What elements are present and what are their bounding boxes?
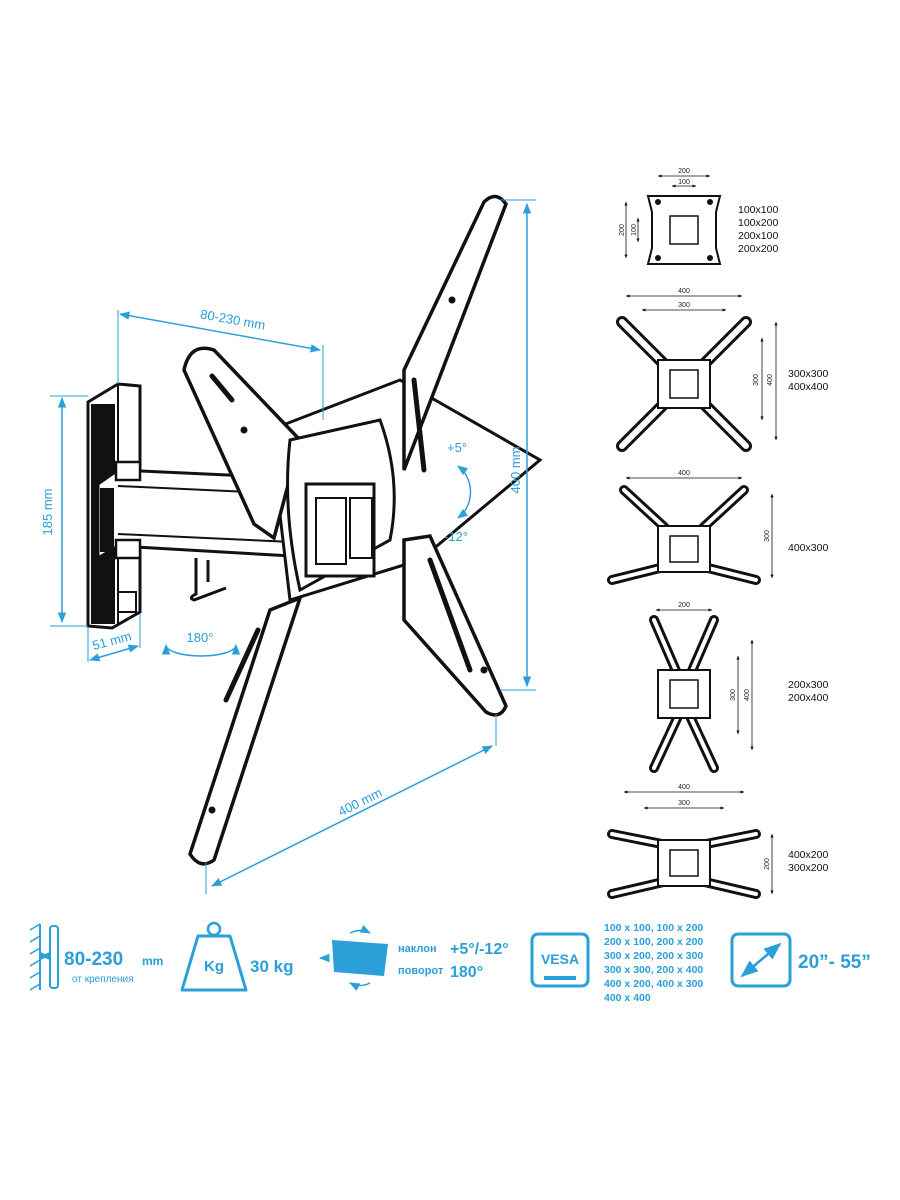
vesa5-label-2: 300x200 (788, 862, 828, 874)
wall-distance-icon (29, 923, 59, 991)
vesa-line-2: 200 x 100, 200 x 200 (604, 936, 703, 948)
vesa5-label-1: 400x200 (788, 849, 828, 861)
screen-size-icon (730, 932, 792, 988)
vesa2-dim-b: 300 (678, 302, 690, 309)
distance-value: 80-230 (64, 949, 123, 970)
vesa1-label-2: 100x200 (738, 217, 778, 229)
vesa4-dim-a: 200 (678, 602, 690, 609)
vesa1-label-3: 200x100 (738, 230, 778, 242)
dim-arm-reach: 80-230 mm (199, 306, 266, 332)
spec-bar: 80-230 mm от крепления Kg 30 kg наклон +… (29, 921, 871, 1004)
dim-plate-width: 400 mm (336, 785, 385, 819)
vesa4-label-1: 200x300 (788, 679, 828, 691)
tv-plate (182, 194, 543, 866)
vesa1-dim-c: 100 (631, 224, 638, 236)
vesa2-dim-d: 400 (767, 374, 774, 386)
tilt-label: наклон (398, 943, 437, 955)
vesa5-dim-a: 400 (678, 784, 690, 791)
distance-caption: от крепления (72, 974, 134, 985)
weight-value: 30 kg (250, 957, 293, 976)
vesa5-dim-c: 200 (764, 858, 771, 870)
vesa1-label-4: 200x200 (738, 243, 778, 255)
vesa2-label-2: 400x400 (788, 381, 828, 393)
vesa4-dim-b: 400 (744, 689, 751, 701)
vesa3-dim-b: 300 (764, 530, 771, 542)
vesa1-label-1: 100x100 (738, 204, 778, 216)
dimension-lines: 80-230 mm 185 mm 51 mm 180° +5° -12° 400… (40, 199, 536, 894)
dim-tilt-down: -12° (444, 529, 468, 544)
vesa2-dim-a: 400 (678, 288, 690, 295)
vesa-pattern-5: 400 300 200 400x200 300x200 (607, 784, 828, 899)
vesa1-dim-a: 200 (678, 168, 690, 175)
vesa-badge: VESA (541, 951, 579, 967)
tilt-swivel-icon (318, 925, 388, 991)
vesa-line-4: 300 x 300, 200 x 400 (604, 964, 703, 976)
swivel-label: поворот (398, 965, 444, 977)
screen-size-value: 20”- 55” (798, 952, 871, 973)
vesa-line-5: 400 x 200, 400 x 300 (604, 978, 703, 990)
vesa1-dim-b: 100 (678, 179, 690, 186)
vesa-pattern-3: 400 300 400x300 (607, 470, 828, 585)
vesa3-label-1: 400x300 (788, 542, 828, 554)
vesa4-label-2: 200x400 (788, 692, 828, 704)
vesa-icon (530, 932, 590, 988)
swivel-value: 180° (450, 964, 483, 981)
vesa-line-1: 100 x 100, 100 x 200 (604, 922, 703, 934)
vesa-pattern-2: 400 300 300 400 300x300 400x400 (616, 288, 828, 452)
dim-tilt-up: +5° (447, 440, 467, 455)
vesa-pattern-1: 200 100 100 200 100x100 100x200 200x100 … (619, 168, 778, 265)
dim-plate-height: 400 mm (508, 447, 523, 494)
dim-wall-plate-height: 185 mm (40, 489, 55, 536)
vesa-line-3: 300 x 200, 200 x 300 (604, 950, 703, 962)
distance-unit: mm (142, 954, 163, 968)
vesa-line-6: 400 x 400 (604, 992, 651, 1004)
dim-swivel: 180° (187, 630, 214, 645)
tilt-value: +5°/-12° (450, 941, 509, 958)
weight-icon (180, 921, 248, 992)
vesa5-dim-b: 300 (678, 800, 690, 807)
mount-drawing (86, 194, 543, 866)
vesa4-dim-c: 300 (730, 689, 737, 701)
vesa3-dim-a: 400 (678, 470, 690, 477)
vesa2-label-1: 300x300 (788, 368, 828, 380)
vesa2-dim-c: 300 (753, 374, 760, 386)
weight-badge: Kg (204, 958, 224, 975)
vesa1-dim-d: 200 (619, 224, 626, 236)
vesa-pattern-4: 200 400 300 200x300 200x400 (649, 602, 828, 773)
